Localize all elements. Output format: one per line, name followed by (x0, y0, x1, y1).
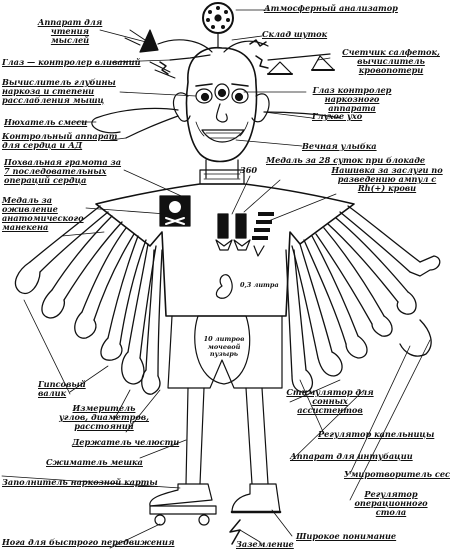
label-eye-infusion-control: Глаз — контролер вливаний (2, 57, 141, 67)
shorts-and-bladder (167, 315, 283, 389)
label-medal-28-days: Медаль за 28 суток при блокаде (266, 155, 426, 165)
label-grounding: Заземление (236, 539, 294, 549)
label-deaf-ear: Глухое ухо (312, 111, 363, 121)
label-heart-bp-control: Контрольный аппарат для сердца и АД (2, 131, 118, 150)
label-bladder: 10 литров мочевой пузырь (203, 335, 245, 358)
atmospheric-analyzer-wheel (202, 2, 234, 49)
label-gypsum-pad: Гипсовый валик (38, 379, 86, 398)
label-neck-number: 360 (240, 165, 258, 175)
label-eternal-smile: Вечная улыбка (302, 141, 377, 151)
label-stomach-volume: 0,3 литра (240, 281, 279, 289)
stethoscope-tubes (91, 107, 341, 139)
head (173, 46, 270, 163)
label-praise-certificate: Похвальная грамота за 7 последовательных… (4, 157, 122, 185)
label-thought-reader: Аппарат для чтения мыслей (37, 17, 103, 45)
label-sister-pacifier: Умиротворитель сестер (344, 469, 450, 479)
label-table-regulator: Регулятор операционного стола (354, 489, 428, 517)
label-jaw-holder: Держатель челюсти (72, 437, 180, 447)
label-rh-stripe: Нашивка за заслуги по разведению ампул с… (331, 165, 443, 193)
label-stimulator: Стимулятор для сонных ассистентов (286, 387, 374, 415)
label-depth-calculator: Вычислитель глубины наркоза и степени ра… (2, 77, 116, 105)
label-joke-store: Склад шуток (262, 29, 328, 39)
hair-antennas (124, 29, 269, 79)
leader-lines (1, 9, 431, 549)
legs (149, 387, 282, 545)
napkin-scale (267, 53, 335, 75)
label-angle-meter: Измеритель углов, диаметров, расстояний (58, 403, 150, 431)
label-dummy-revival-medal: Медаль за оживление анатомического манек… (2, 195, 84, 232)
label-card-filler: Заполнитель наркозной карты (2, 477, 158, 487)
right-arms (285, 205, 441, 393)
label-mix-sniffer: Нюхатель смеси (4, 117, 88, 127)
label-intubation-device: Аппарат для интубации (290, 451, 413, 461)
label-narcosis-eye: Глаз контролер наркозного аппарата (312, 85, 392, 113)
label-bag-squeezer: Сжиматель мешка (46, 457, 143, 467)
neck (199, 159, 245, 185)
label-napkin-counter: Счетчик салфеток, вычислитель кровопотер… (342, 47, 440, 75)
label-wide-understanding: Широкое понимание (296, 531, 397, 541)
label-fast-leg: Нога для быстрого передвижения (2, 537, 175, 547)
torso (95, 183, 355, 317)
left-arms (14, 205, 163, 395)
label-atmospheric-analyzer: Атмосферный анализатор (264, 3, 398, 13)
label-drip-regulator: Регулятор капельницы (318, 429, 435, 439)
